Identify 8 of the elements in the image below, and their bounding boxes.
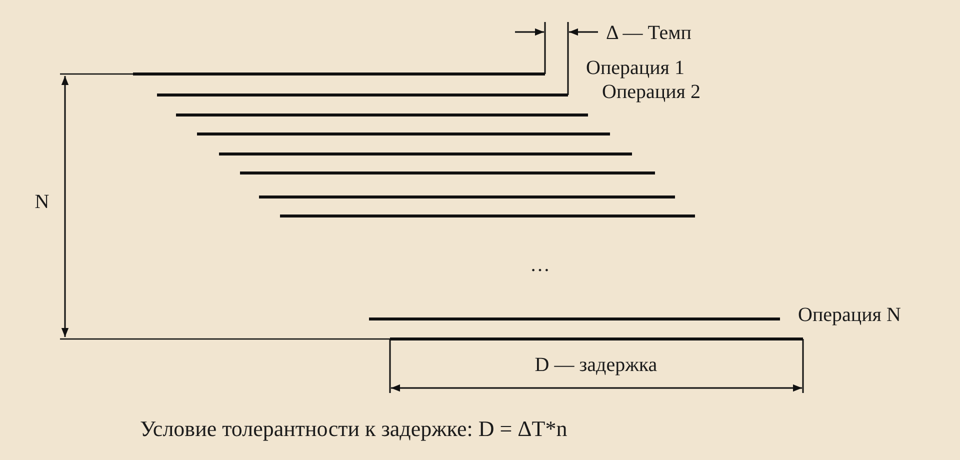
ellipsis: … — [530, 255, 550, 275]
formula-caption: Условие толерантности к задержке: D = ΔT*n — [140, 418, 568, 440]
operation-label: Операция N — [798, 305, 901, 325]
dimension-label: N — [34, 192, 50, 212]
operation-label: Операция 2 — [602, 82, 701, 102]
dimension-label: Δ — Темп — [606, 23, 692, 43]
operation-label: Операция 1 — [586, 58, 685, 78]
dimension-label: D — задержка — [534, 355, 658, 375]
